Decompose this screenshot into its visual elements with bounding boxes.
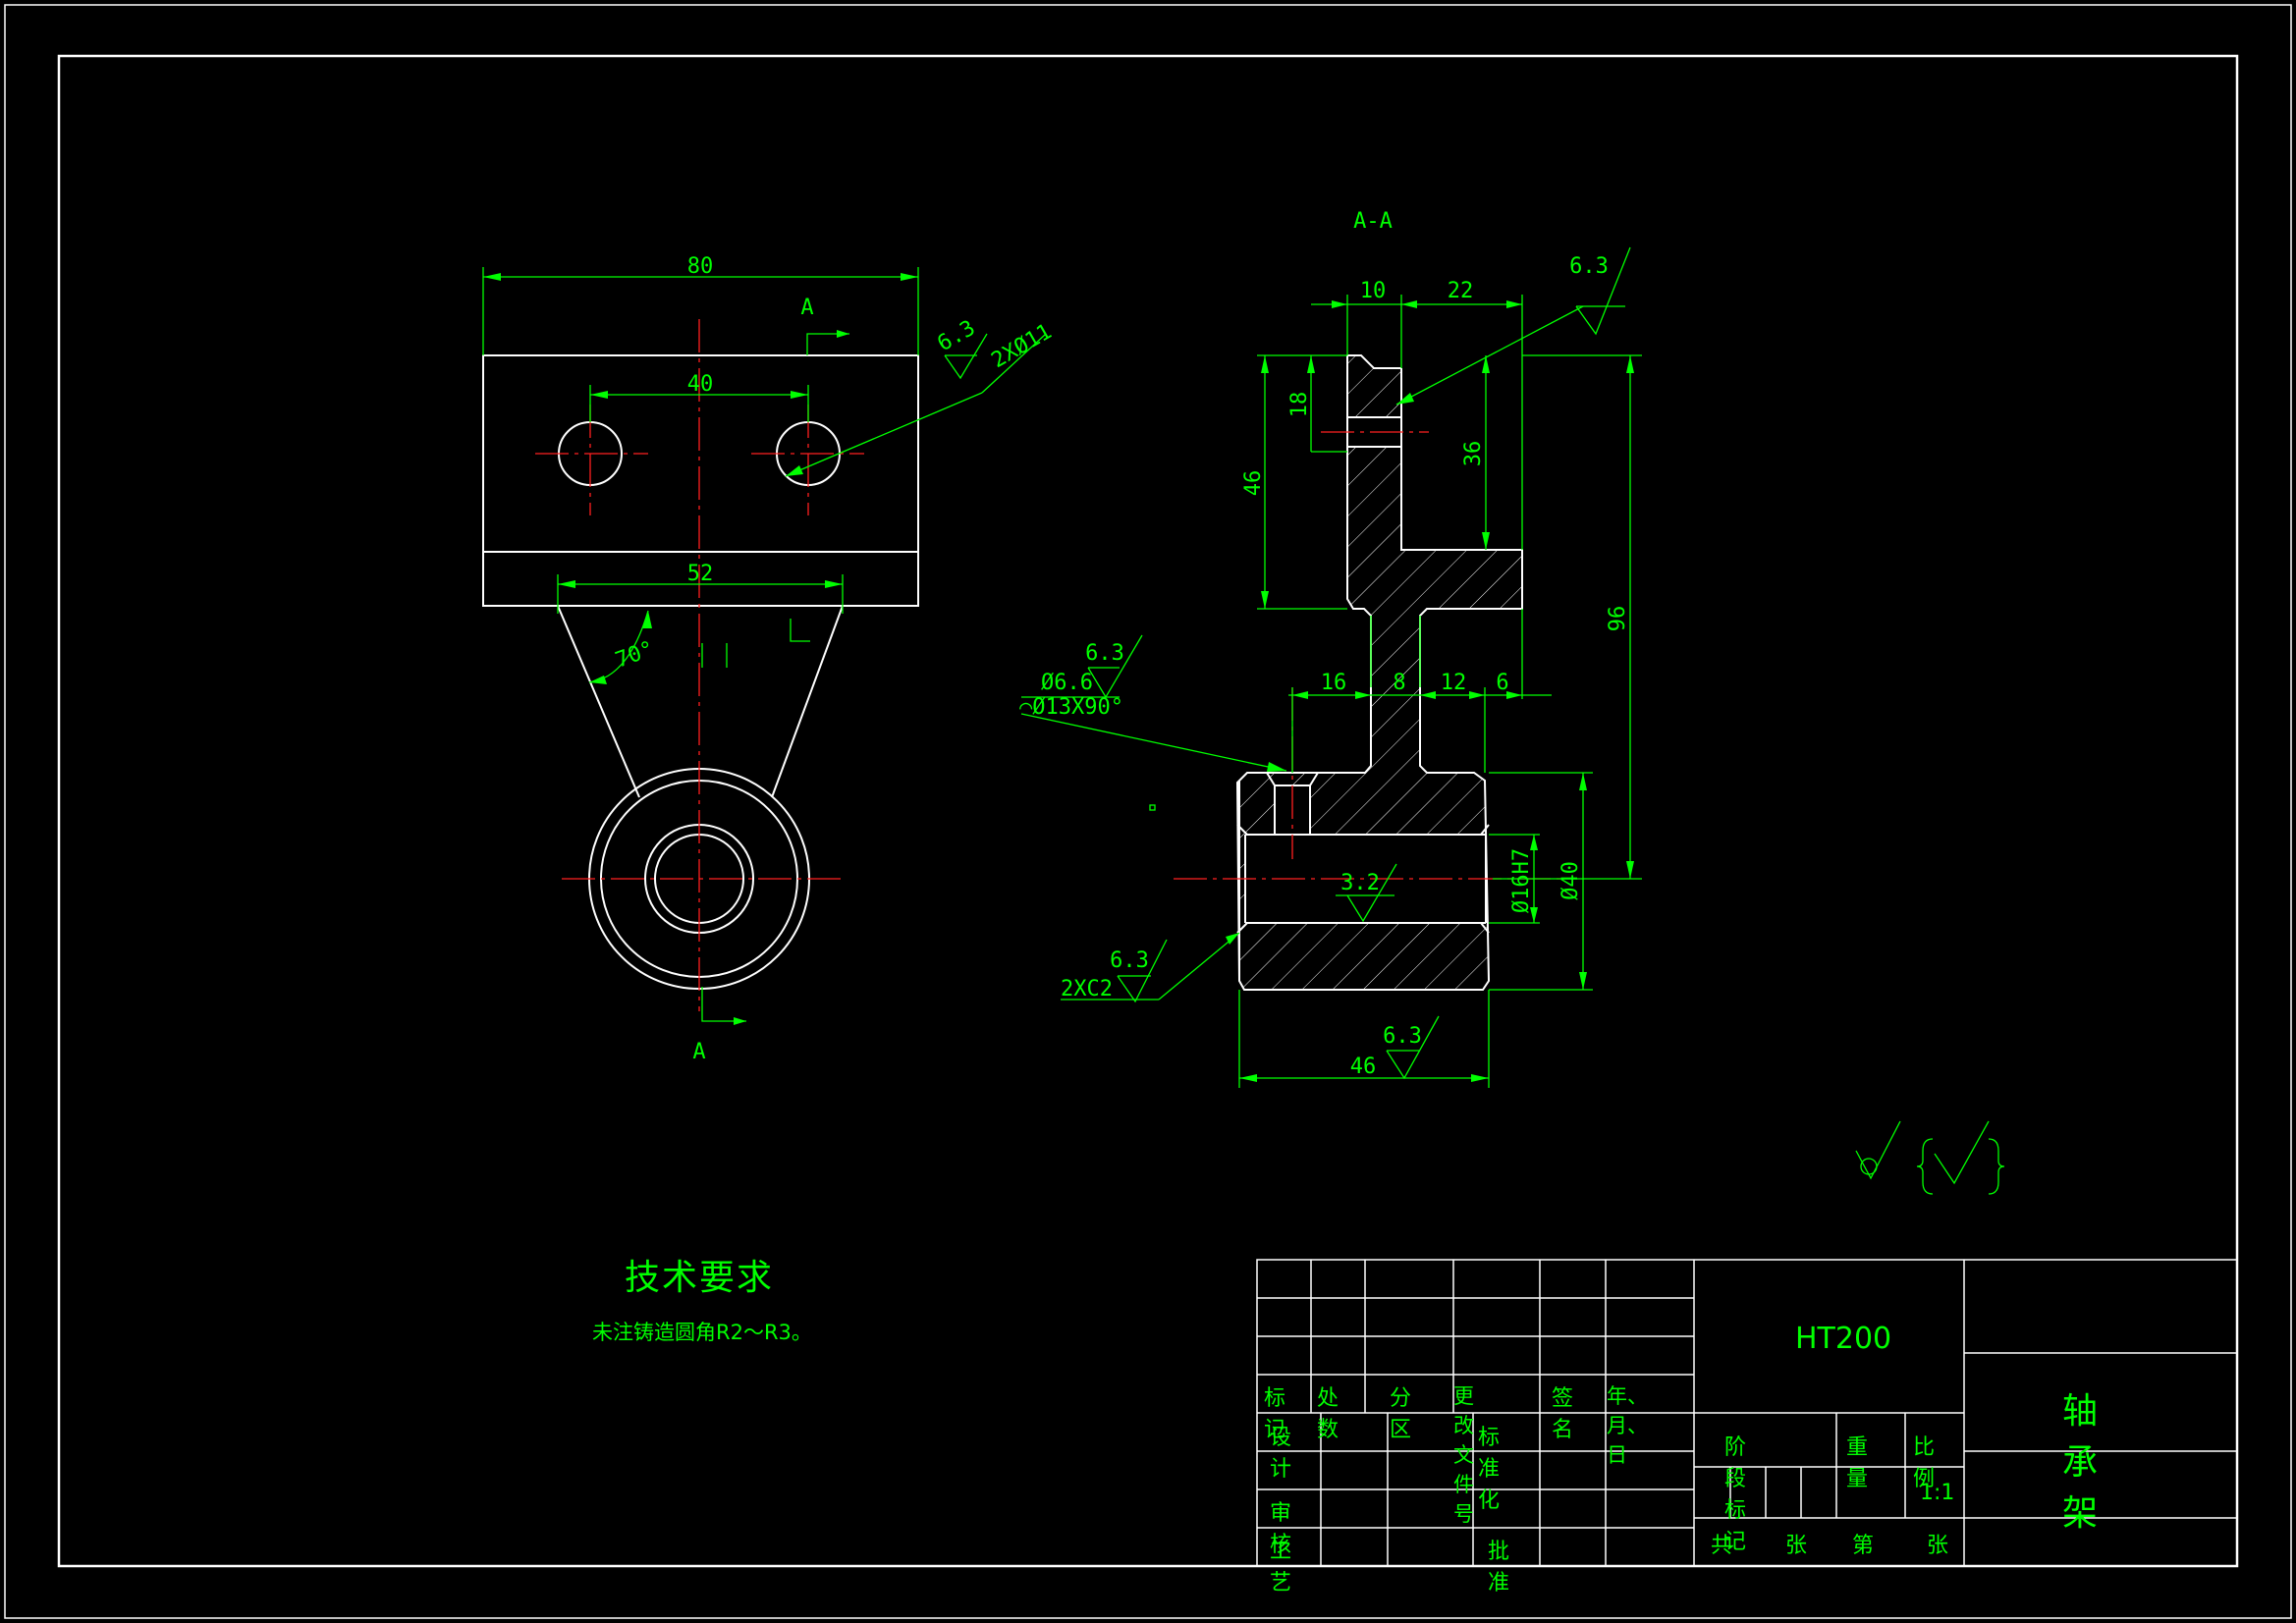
dim-80: 80 [687, 254, 714, 279]
roughness-csink: 6.3 [1085, 641, 1124, 666]
hdr-date: 年、月、日 [1607, 1384, 1648, 1467]
label-stage: 阶段标记 [1724, 1435, 1747, 1554]
section-title: A-A [1353, 209, 1393, 234]
dim-52: 52 [687, 562, 714, 586]
chamfer-callout: 2XC2 [1061, 977, 1113, 1001]
hdr-signature: 签名 [1552, 1386, 1574, 1442]
hdr-zone: 分区 [1390, 1386, 1412, 1442]
label-scale: 比例 [1913, 1435, 1936, 1491]
tech-note: 未注铸造圆角R2～R3。 [592, 1321, 812, 1344]
dim-outer: Ø40 [1558, 861, 1583, 900]
label-process: 工艺 [1270, 1540, 1292, 1596]
section-outline [1235, 355, 1523, 991]
hole-callout: 2XØ11 [988, 319, 1057, 373]
section-mark-bottom: A [692, 1040, 705, 1064]
sheet-num-label: 第 [1852, 1534, 1875, 1558]
roughness-section-top: 6.3 [1569, 254, 1609, 279]
hdr-change-doc: 更改文件号 [1453, 1384, 1474, 1526]
dim-46-horizontal: 46 [1350, 1055, 1377, 1079]
dim-96: 96 [1606, 606, 1630, 632]
sheet-total-unit: 张 [1785, 1534, 1808, 1558]
dim-10: 10 [1360, 279, 1387, 303]
section-view: A-A [1019, 209, 1642, 1088]
dim-40: 40 [687, 372, 714, 397]
roughness-front: 6.3 [934, 316, 980, 357]
base-strip [482, 551, 919, 607]
csink-dia: Ø6.6 [1041, 671, 1093, 695]
csink-cbore: ⌒Ø13X90° [1019, 695, 1123, 720]
general-roughness-symbol [1855, 1120, 2005, 1195]
dim-18: 18 [1287, 392, 1312, 418]
label-review: 审核 [1270, 1501, 1292, 1557]
part-name: 轴承架 [2062, 1391, 2099, 1534]
hdr-mark: 标记 [1264, 1386, 1286, 1442]
dim-bore: Ø16H7 [1509, 848, 1534, 913]
title-block-grid [1256, 1259, 2238, 1567]
dim-36: 36 [1461, 441, 1486, 467]
dim-70deg: 70° [613, 637, 658, 674]
outer-border [4, 4, 2292, 1619]
tech-title: 技术要求 [625, 1258, 775, 1298]
dim-12: 12 [1441, 671, 1467, 695]
roughness-chamfer: 6.3 [1110, 948, 1149, 973]
rib-right [771, 605, 844, 798]
sheet-num-unit: 张 [1927, 1534, 1949, 1558]
rib-left [557, 605, 640, 798]
roughness-bottom: 6.3 [1383, 1024, 1422, 1049]
dim-46-vertical: 46 [1241, 470, 1266, 497]
roughness-bore: 3.2 [1340, 871, 1380, 895]
drawing-frame [57, 54, 2239, 1568]
dim-6: 6 [1496, 671, 1508, 695]
dim-16: 16 [1321, 671, 1347, 695]
sheet-total-label: 共 [1711, 1534, 1733, 1558]
label-approve: 批准 [1488, 1540, 1510, 1596]
section-mark-top: A [800, 296, 813, 320]
dim-8: 8 [1393, 671, 1405, 695]
hdr-count: 处数 [1317, 1386, 1339, 1442]
label-design: 设计 [1270, 1426, 1292, 1482]
scale-value: 1:1 [1920, 1481, 1955, 1505]
front-view: 80 40 52 70° 2XØ11 6.3 A A [482, 254, 1057, 1064]
material: HT200 [1795, 1322, 1892, 1356]
dim-22: 22 [1448, 279, 1474, 303]
label-weight: 重量 [1846, 1435, 1869, 1491]
label-standardize: 标准化 [1478, 1426, 1501, 1513]
